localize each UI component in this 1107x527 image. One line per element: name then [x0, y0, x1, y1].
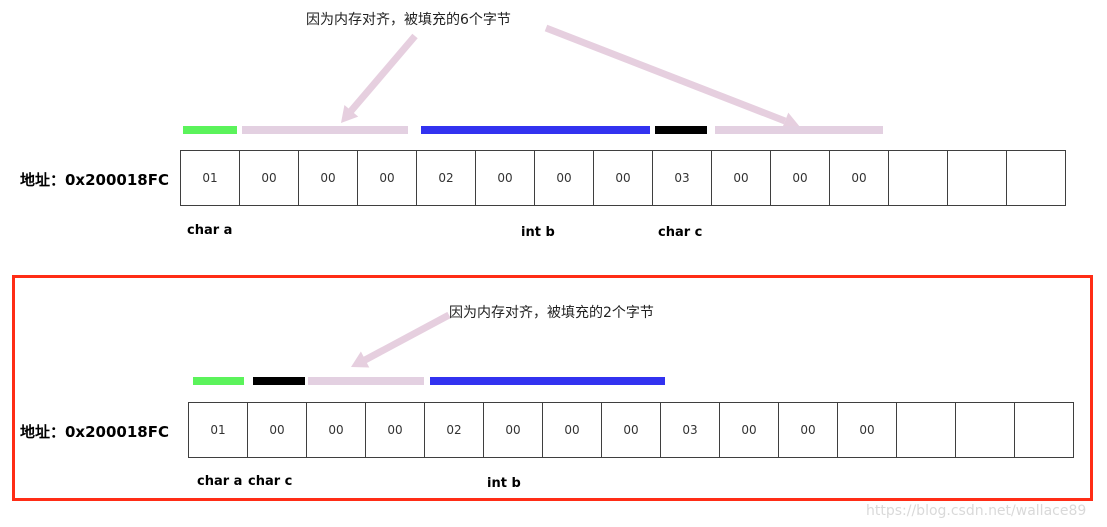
memory-cell: 01 — [180, 150, 240, 206]
memory-cell: 00 — [240, 150, 299, 206]
field-label-char-a: char a — [187, 223, 233, 238]
bar-padding — [242, 126, 408, 134]
memory-cell — [1015, 402, 1074, 458]
memory-cell: 00 — [543, 402, 602, 458]
memory-cell: 00 — [307, 402, 366, 458]
memory-cell: 00 — [299, 150, 358, 206]
memory-cell — [1007, 150, 1066, 206]
address-label-top: 地址：0x200018FC — [20, 171, 169, 189]
padding-arrow-icon — [544, 24, 800, 130]
memory-cell: 00 — [771, 150, 830, 206]
memory-cell: 00 — [594, 150, 653, 206]
memory-cell: 00 — [366, 402, 425, 458]
memory-cell: 01 — [188, 402, 248, 458]
bar-int-b — [421, 126, 650, 134]
memory-cell: 03 — [653, 150, 712, 206]
memory-cell: 00 — [712, 150, 771, 206]
memory-cell: 00 — [779, 402, 838, 458]
field-label-char-c: char c — [658, 225, 703, 240]
memory-cell: 00 — [476, 150, 535, 206]
bar-char-a — [183, 126, 237, 134]
bar-padding — [715, 126, 883, 134]
bar-int-b — [430, 377, 665, 385]
memory-cell: 02 — [425, 402, 484, 458]
memory-cell: 00 — [720, 402, 779, 458]
memory-cell: 00 — [535, 150, 594, 206]
bar-char-c — [655, 126, 707, 134]
memory-cell: 00 — [830, 150, 889, 206]
memory-cell: 02 — [417, 150, 476, 206]
padding-arrow-icon — [341, 33, 418, 123]
memory-cell — [948, 150, 1007, 206]
memory-cell: 00 — [484, 402, 543, 458]
address-label-bottom: 地址：0x200018FC — [20, 423, 169, 441]
field-label-char-c: char c — [248, 474, 293, 489]
bar-char-c — [253, 377, 305, 385]
highlight-red-box — [12, 275, 1093, 501]
bar-padding — [308, 377, 424, 385]
memory-cell: 00 — [358, 150, 417, 206]
field-label-int-b: int b — [521, 225, 555, 240]
memory-cell — [889, 150, 948, 206]
memory-cell: 00 — [838, 402, 897, 458]
memory-cell — [956, 402, 1015, 458]
padding-annotation-top: 因为内存对齐，被填充的6个字节 — [306, 12, 511, 28]
field-label-char-a: char a — [197, 474, 243, 489]
watermark: https://blog.csdn.net/wallace89 — [866, 503, 1087, 519]
memory-cell: 00 — [602, 402, 661, 458]
memory-cell: 03 — [661, 402, 720, 458]
memory-cell — [897, 402, 956, 458]
field-label-int-b: int b — [487, 476, 521, 491]
padding-annotation-bottom: 因为内存对齐，被填充的2个字节 — [449, 305, 654, 321]
bar-char-a — [193, 377, 244, 385]
memory-cell: 00 — [248, 402, 307, 458]
